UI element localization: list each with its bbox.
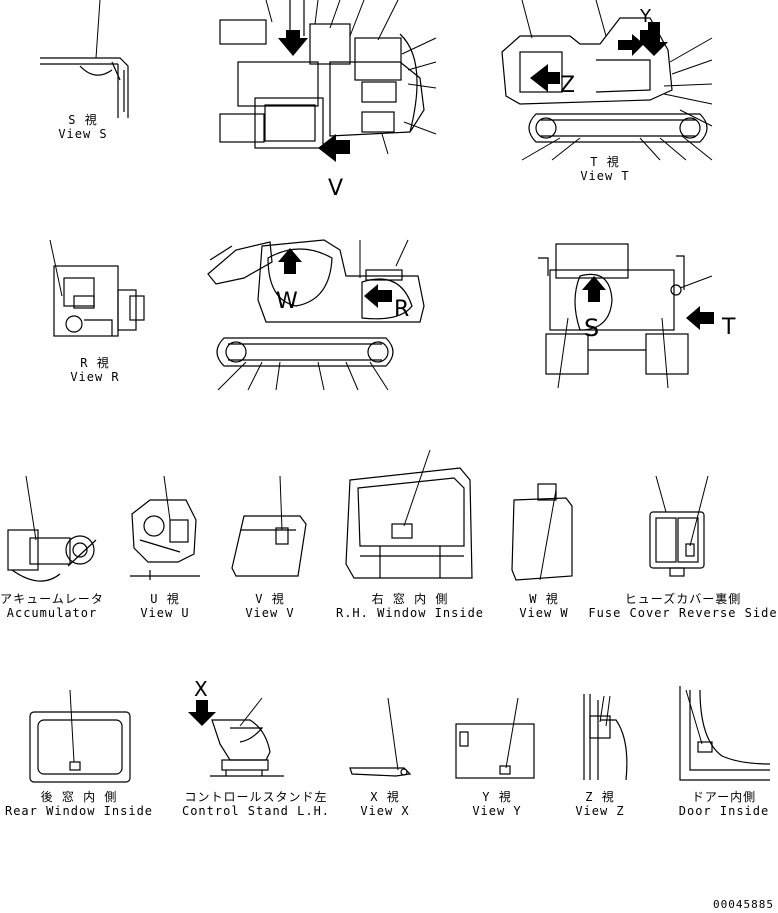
- label-control-stand-en: Control Stand L.H.: [181, 804, 331, 818]
- label-view-w-jp: W 視: [529, 592, 559, 606]
- view-w-figure: [511, 483, 573, 581]
- label-accumulator-jp: アキュームレータ: [0, 592, 104, 606]
- label-view-t-en: View T: [580, 169, 630, 183]
- top-view-machine: V: [219, 0, 437, 201]
- marker-w: W: [276, 289, 298, 314]
- marker-z: Z: [560, 73, 575, 98]
- label-view-v: V 視 View V: [225, 592, 315, 620]
- label-fuse-cover-jp: ヒューズカバー裏側: [624, 592, 742, 606]
- label-view-y-en: View Y: [472, 804, 522, 818]
- label-view-t: T 視 View T: [560, 155, 650, 183]
- label-view-u: U 視 View U: [120, 592, 210, 620]
- marker-x: X: [194, 677, 208, 701]
- label-control-stand-jp: コントロールスタンド左: [184, 790, 328, 804]
- label-view-r-en: View R: [70, 370, 120, 384]
- rear-view-machine: S T: [538, 243, 736, 389]
- rear-window-inside-figure: [29, 689, 131, 783]
- side-view-machine: W R: [207, 239, 425, 391]
- label-view-w: W 視 View W: [500, 592, 588, 620]
- marker-r: R: [394, 297, 409, 322]
- label-rh-window-inside-en: R.H. Window Inside: [335, 606, 485, 620]
- label-view-x-en: View X: [360, 804, 410, 818]
- view-s-figure: [40, 0, 129, 118]
- label-view-s-en: View S: [58, 127, 108, 141]
- label-door-inside-en: Door Inside: [678, 804, 770, 818]
- view-z-figure: [583, 694, 628, 781]
- door-inside-figure: [679, 686, 771, 781]
- control-stand-figure: X: [188, 677, 284, 777]
- rh-window-inside-figure: [345, 449, 473, 579]
- label-view-r-jp: R 視: [80, 356, 110, 370]
- label-rh-window-inside-jp: 右 窓 内 側: [371, 592, 449, 606]
- label-view-x-jp: X 視: [370, 790, 400, 804]
- view-t-figure: Z Y: [501, 0, 713, 161]
- label-control-stand: コントロールスタンド左 Control Stand L.H.: [176, 790, 336, 818]
- label-view-w-en: View W: [519, 606, 569, 620]
- view-v-figure: [231, 475, 307, 577]
- label-door-inside: ドアー内側 Door Inside: [672, 790, 776, 818]
- label-rear-window-inside-en: Rear Window Inside: [4, 804, 154, 818]
- label-view-v-en: View V: [245, 606, 295, 620]
- label-view-t-jp: T 視: [590, 155, 620, 169]
- label-view-z-en: View Z: [575, 804, 625, 818]
- label-fuse-cover: ヒューズカバー裏側 Fuse Cover Reverse Side: [588, 592, 778, 620]
- label-view-s: S 視 View S: [38, 113, 128, 141]
- view-u-figure: [130, 475, 200, 580]
- label-rh-window-inside: 右 窓 内 側 R.H. Window Inside: [328, 592, 492, 620]
- marker-s: S: [584, 314, 599, 342]
- label-view-z: Z 視 View Z: [560, 790, 640, 818]
- view-x-figure: [349, 697, 412, 777]
- document-number: 00045885: [713, 898, 774, 911]
- label-view-v-jp: V 視: [255, 592, 285, 606]
- label-rear-window-inside: 後 窓 内 側 Rear Window Inside: [0, 790, 158, 818]
- accumulator-figure: [7, 475, 97, 582]
- label-accumulator-en: Accumulator: [6, 606, 98, 620]
- label-view-z-jp: Z 視: [585, 790, 615, 804]
- label-view-u-jp: U 視: [150, 592, 180, 606]
- label-view-u-en: View U: [140, 606, 190, 620]
- marker-v: V: [328, 176, 343, 201]
- label-door-inside-jp: ドアー内側: [691, 790, 757, 804]
- view-y-figure: [455, 697, 535, 779]
- label-view-x: X 視 View X: [340, 790, 430, 818]
- label-view-s-jp: S 視: [68, 113, 98, 127]
- view-r-figure: [49, 239, 145, 337]
- fuse-cover-figure: [649, 475, 709, 577]
- label-fuse-cover-en: Fuse Cover Reverse Side: [588, 606, 778, 620]
- marker-t: T: [721, 315, 736, 340]
- label-view-r: R 視 View R: [50, 356, 140, 384]
- label-view-y-jp: Y 視: [482, 790, 512, 804]
- label-accumulator: アキュームレータ Accumulator: [0, 592, 104, 620]
- label-rear-window-inside-jp: 後 窓 内 側: [40, 790, 118, 804]
- marker-y: Y: [639, 6, 652, 27]
- label-view-y: Y 視 View Y: [452, 790, 542, 818]
